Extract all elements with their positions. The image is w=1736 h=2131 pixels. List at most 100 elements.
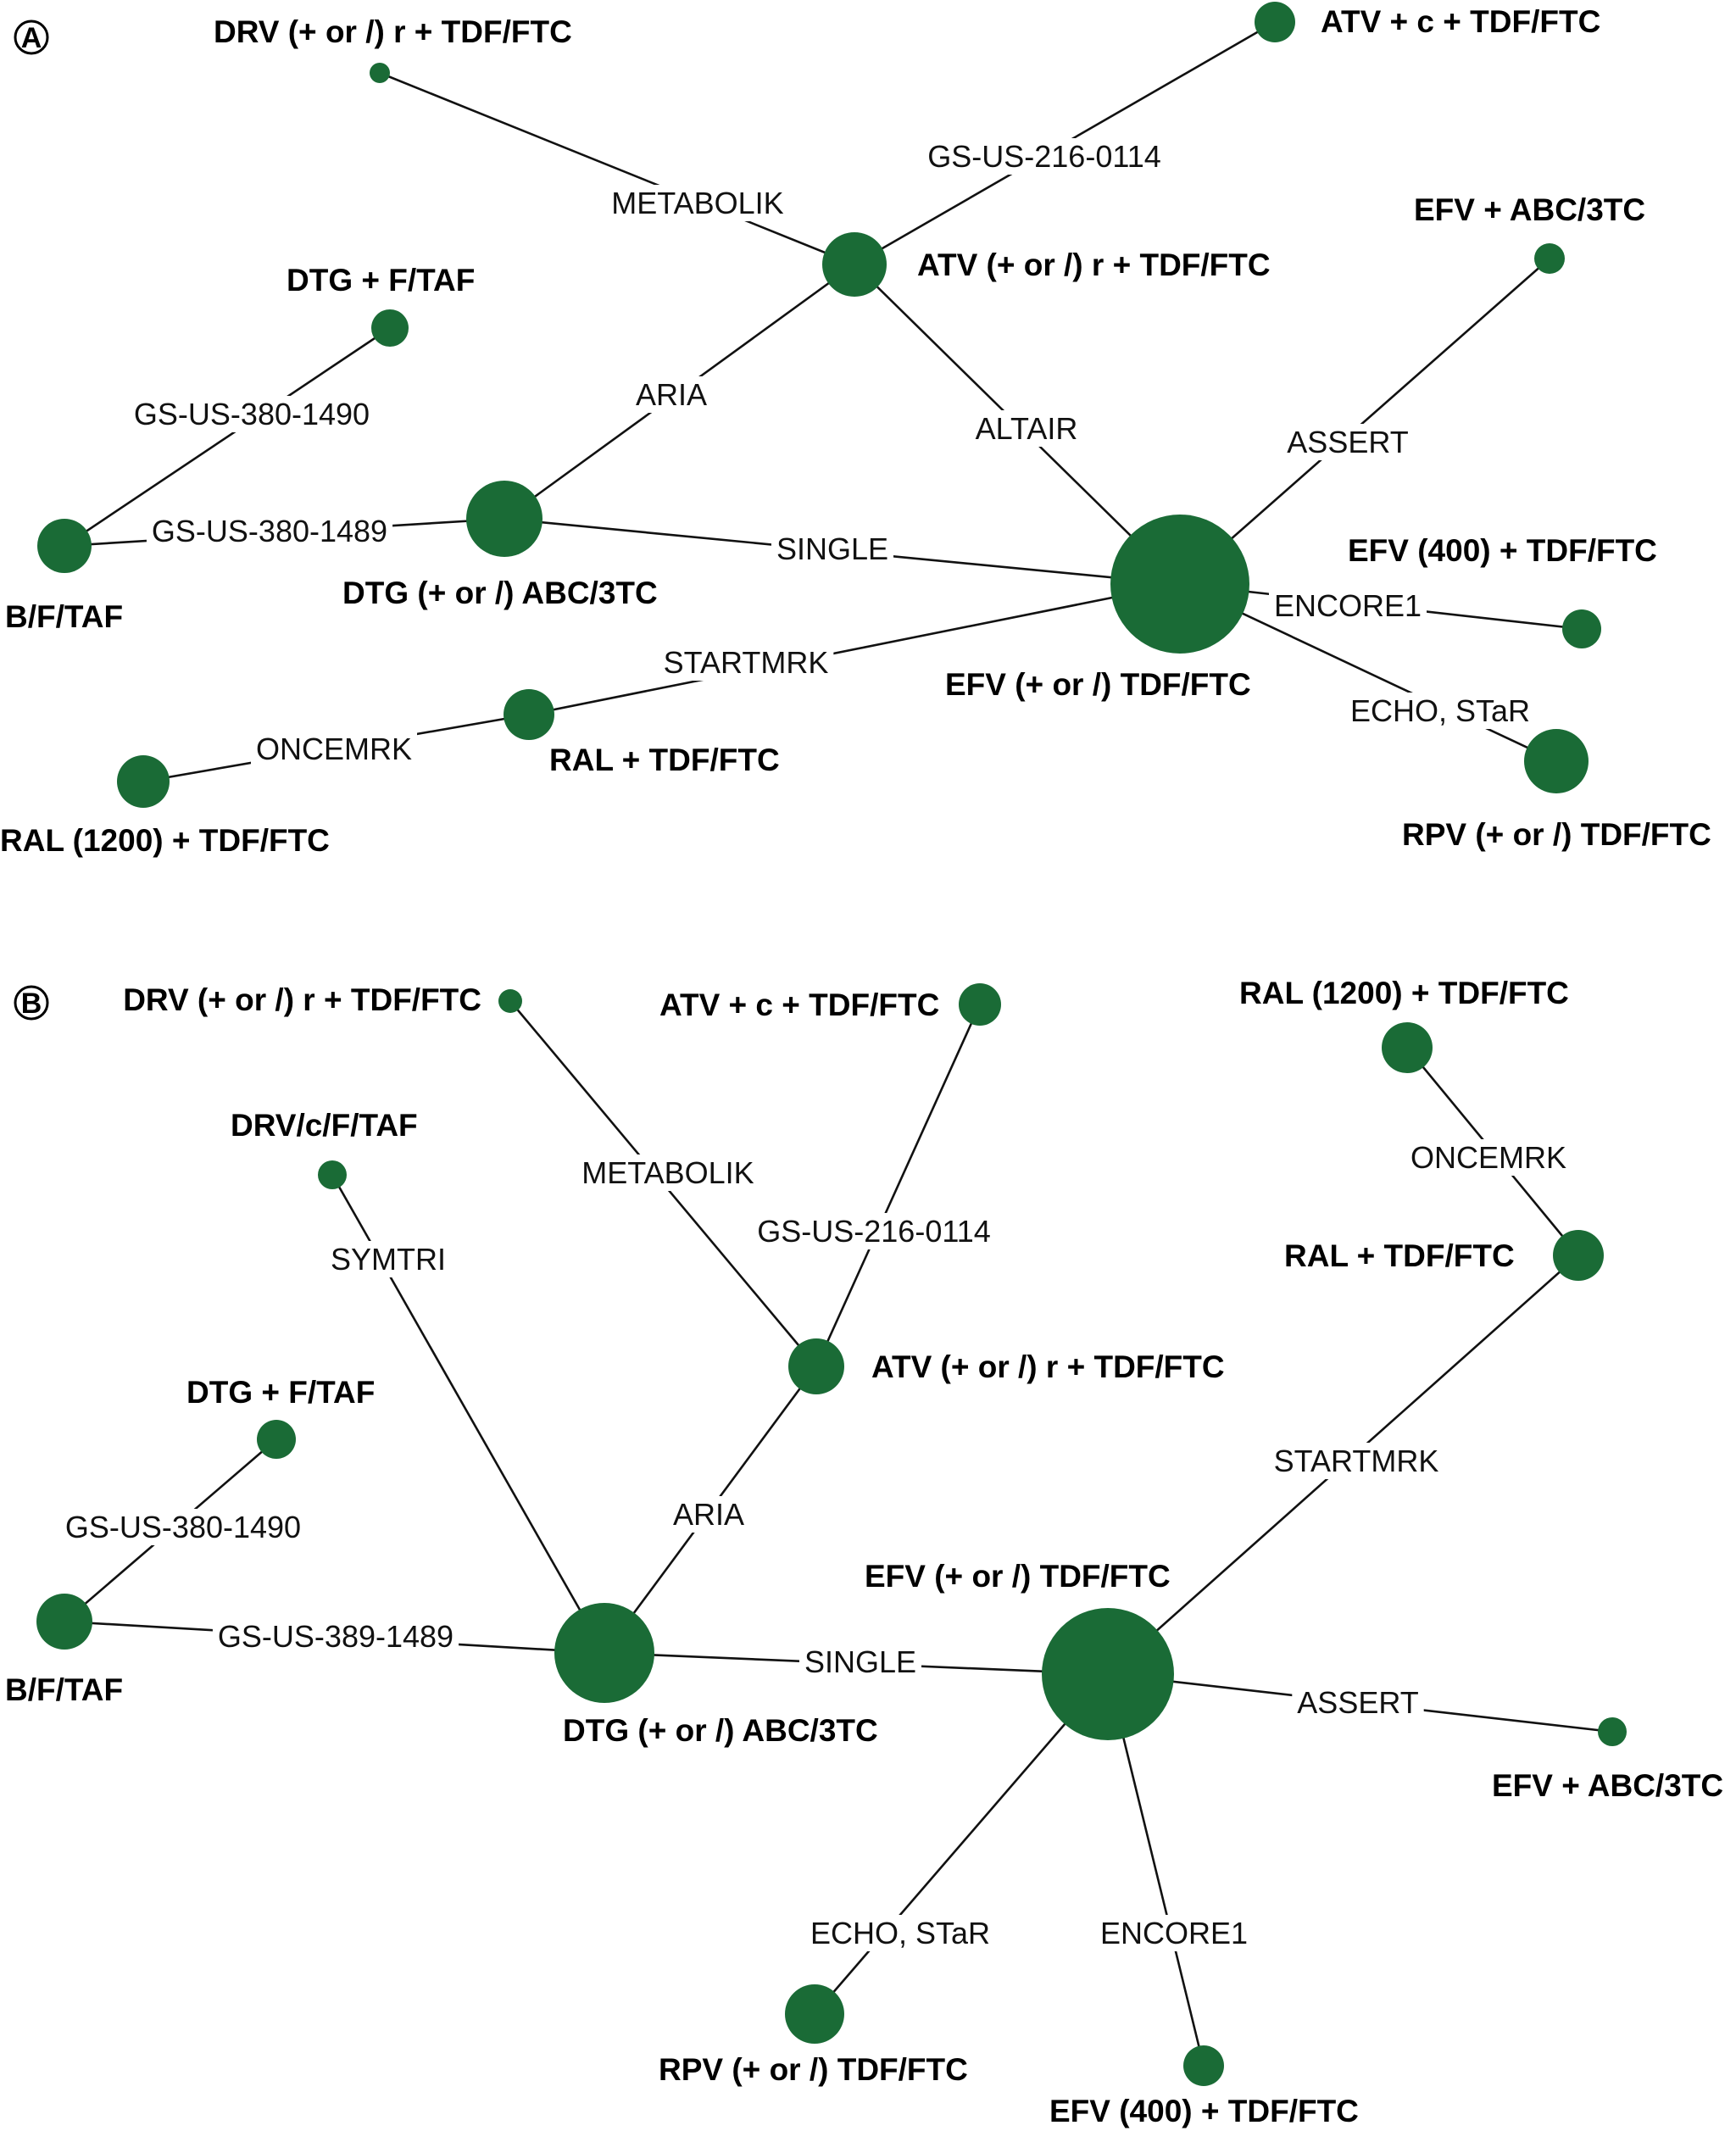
trial-label-background	[1344, 693, 1536, 729]
comparison-edge-echo-star	[814, 1673, 1109, 2015]
panel-letter-ring	[14, 985, 49, 1021]
trial-label-encore1: ENCORE1	[1100, 1916, 1248, 1950]
trial-label-background	[1405, 1139, 1572, 1176]
comparison-edge-startmrk	[528, 582, 1181, 716]
treatment-node-rpv	[785, 1984, 844, 2044]
treatment-label-ral: RAL + TDF/FTC	[549, 743, 780, 777]
treatment-node-efv400	[1183, 2045, 1224, 2086]
treatment-node-dtg-abc	[554, 1603, 654, 1703]
treatment-node-efv-abc	[1534, 243, 1565, 274]
trial-label-background	[1292, 1684, 1424, 1721]
panel-a: AMETABOLIKGS-US-216-0114ARIAALTAIRGS-US-…	[0, 2, 1711, 858]
trial-label-background	[771, 531, 894, 567]
treatment-label-rpv: RPV (+ or /) TDF/FTC	[1402, 817, 1711, 852]
trial-label-gs-us-389-1489: GS-US-389-1489	[218, 1619, 453, 1654]
comparison-edge-encore1	[1106, 1673, 1205, 2067]
trial-label-metabolik: METABOLIK	[611, 186, 783, 220]
trial-label-background	[1268, 1443, 1444, 1479]
trial-labels: METABOLIKGS-US-216-0114ARIAALTAIRGS-US-3…	[128, 138, 1536, 767]
trial-label-background	[59, 1509, 307, 1545]
treatment-label-drv-r: DRV (+ or /) r + TDF/FTC	[123, 982, 481, 1017]
trial-label-assert: ASSERT	[1287, 425, 1408, 459]
trial-label-background	[325, 1241, 452, 1277]
treatment-label-bftaf: B/F/TAF	[5, 599, 123, 634]
panel-letter: B	[21, 988, 42, 1020]
trial-label-gs-us-380-1490: GS-US-380-1490	[65, 1510, 301, 1544]
treatment-label-dtg-taf: DTG + F/TAF	[287, 263, 475, 298]
trial-label-assert: ASSERT	[1297, 1685, 1418, 1720]
trial-label-single: SINGLE	[804, 1644, 916, 1679]
trial-label-background	[798, 1644, 922, 1680]
trial-label-background	[970, 410, 1083, 447]
trial-label-startmrk: STARTMRK	[1274, 1444, 1439, 1478]
trial-label-background	[752, 1213, 996, 1249]
trial-label-background	[250, 731, 418, 767]
treatment-node-atv-r	[822, 232, 887, 297]
treatment-label-atv-r: ATV (+ or /) r + TDF/FTC	[871, 1349, 1225, 1384]
treatment-label-atv-c: ATV + c + TDF/FTC	[659, 988, 939, 1022]
treatment-node-ral	[504, 689, 554, 740]
treatment-labels: DRV (+ or /) r + TDF/FTC ATV + c + TDF/FT…	[5, 976, 1723, 2128]
panel-letter: A	[21, 22, 42, 54]
treatment-node-efv-abc	[1598, 1717, 1627, 1746]
treatment-nodes	[36, 983, 1627, 2086]
trial-labels: METABOLIKGS-US-216-0114ONCEMRKSYMTRIARIA…	[59, 1139, 1572, 1951]
trial-label-echo-star: ECHO, STaR	[810, 1916, 990, 1950]
treatment-node-efv	[1042, 1608, 1174, 1740]
treatment-node-dtg-abc	[466, 481, 542, 557]
treatment-node-dtg-taf	[371, 309, 409, 347]
treatment-label-efv: EFV (+ or /) TDF/FTC	[865, 1559, 1171, 1594]
treatment-node-ral1200	[1382, 1022, 1433, 1073]
treatment-label-drv-r: DRV (+ or /) r + TDF/FTC	[214, 14, 572, 49]
treatment-node-dtg-taf	[257, 1420, 296, 1459]
trial-label-background	[804, 1915, 996, 1951]
trial-label-background	[630, 376, 713, 413]
trial-label-gs-us-380-1489: GS-US-380-1489	[152, 514, 387, 548]
treatment-node-efv400	[1562, 609, 1601, 648]
treatment-label-ral1200: RAL (1200) + TDF/FTC	[0, 823, 330, 858]
trial-label-background	[922, 138, 1166, 175]
trial-label-metabolik: METABOLIK	[581, 1155, 754, 1190]
treatment-label-dtg-taf: DTG + F/TAF	[186, 1375, 375, 1410]
treatment-node-drv-r	[498, 989, 522, 1013]
trial-label-gs-us-216-0114: GS-US-216-0114	[757, 1214, 990, 1249]
trial-label-aria: ARIA	[673, 1497, 744, 1532]
trial-label-echo-star: ECHO, STaR	[1350, 693, 1530, 728]
treatment-label-bftaf: B/F/TAF	[5, 1672, 123, 1707]
trial-label-aria: ARIA	[636, 377, 707, 412]
treatment-label-efv400: EFV (400) + TDF/FTC	[1348, 533, 1657, 568]
treatment-node-rpv	[1524, 729, 1589, 793]
treatment-nodes	[37, 2, 1601, 808]
comparison-edge-assert	[1179, 258, 1550, 585]
trial-label-altair: ALTAIR	[976, 411, 1078, 446]
comparison-edge-gs-us-380-1490	[64, 326, 391, 548]
trial-label-startmrk: STARTMRK	[664, 645, 829, 680]
treatment-node-efv	[1110, 515, 1249, 654]
treatment-label-efv: EFV (+ or /) TDF/FTC	[945, 667, 1251, 702]
treatment-label-efv-abc: EFV + ABC/3TC	[1414, 192, 1645, 227]
treatment-label-ral: RAL + TDF/FTC	[1284, 1238, 1515, 1273]
treatment-node-ral	[1553, 1230, 1604, 1281]
treatment-node-drv-r	[370, 63, 390, 83]
treatment-label-dtg-abc: DTG (+ or /) ABC/3TC	[563, 1713, 878, 1748]
treatment-label-drvc: DRV/c/F/TAF	[231, 1108, 418, 1143]
trial-label-background	[1268, 587, 1427, 624]
treatment-label-ral1200: RAL (1200) + TDF/FTC	[1239, 976, 1569, 1010]
trial-label-encore1: ENCORE1	[1274, 588, 1422, 623]
treatment-node-atv-c	[1255, 2, 1295, 42]
treatment-label-atv-r: ATV (+ or /) r + TDF/FTC	[917, 248, 1271, 282]
treatment-label-rpv: RPV (+ or /) TDF/FTC	[659, 2052, 968, 2087]
treatment-node-bftaf	[36, 1594, 92, 1650]
trial-label-background	[576, 1155, 760, 1191]
treatment-label-atv-c: ATV + c + TDF/FTC	[1321, 4, 1600, 39]
trial-label-symtri: SYMTRI	[331, 1242, 446, 1277]
comparison-edge-gs-us-216-0114	[815, 1004, 982, 1367]
panel-letter-ring	[14, 19, 49, 55]
treatment-node-atv-r	[788, 1338, 844, 1394]
trial-label-oncemrk: ONCEMRK	[256, 732, 412, 766]
trial-label-background	[667, 1496, 750, 1533]
treatment-label-efv400: EFV (400) + TDF/FTC	[1049, 2094, 1359, 2128]
trial-label-background	[658, 644, 834, 681]
trial-label-background	[212, 1618, 459, 1655]
